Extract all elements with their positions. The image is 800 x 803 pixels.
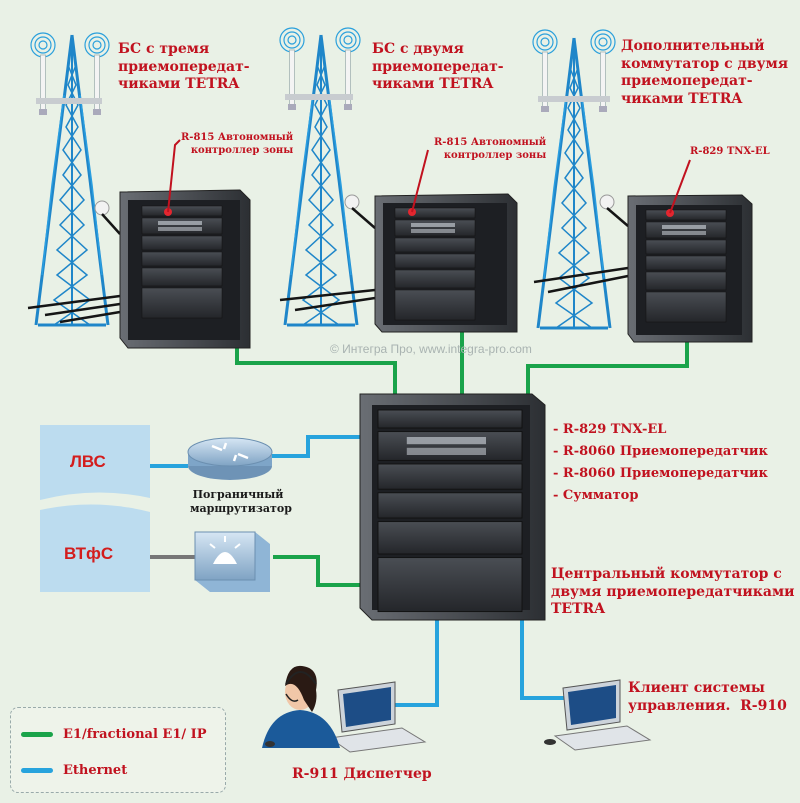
legend-label: Ethernet [63, 763, 128, 778]
central-rack [359, 393, 546, 621]
central-list-item: - R-829 TNX-EL [553, 422, 667, 437]
r829-label-extra: R-829 TNX-EL [690, 146, 770, 157]
legend-swatch-blue [21, 768, 53, 773]
r815-label-bs2: R-815 Автономный контроллер зоны [434, 137, 547, 161]
pbx-label: ВТфС [64, 544, 114, 563]
legend-item-ethernet: Ethernet [21, 763, 127, 778]
lan-panel [40, 425, 150, 500]
central-equipment-list: - R-829 TNX-EL - R-8060 Приемопередатчик… [553, 422, 768, 510]
r815-label-bs3: R-815 Автономный контроллер зоны [181, 132, 294, 156]
dispatcher-laptop [328, 681, 427, 753]
central-list-item: - R-8060 Приемопередатчик [553, 444, 768, 459]
legend-label: E1/fractional E1/ IP [63, 727, 207, 742]
router-icon [187, 437, 273, 480]
dispatcher-avatar [262, 665, 340, 748]
border-router-label: Пограничный маршрутизатор [190, 488, 292, 515]
pbx-panel [40, 504, 150, 592]
phone-switch-icon [194, 531, 270, 592]
tower-extra [532, 29, 616, 330]
central-list-item: - R-8060 Приемопередатчик [553, 466, 768, 481]
dispatcher-label: R-911 Диспетчер [292, 766, 432, 782]
lan-label: ЛВС [70, 452, 106, 471]
rack-bs2 [374, 193, 518, 333]
legend-item-e1: E1/fractional E1/ IP [21, 727, 207, 742]
central-switch-label: Центральный коммутатор с двумя приемопер… [551, 566, 795, 617]
e1-links [235, 330, 689, 587]
tower-bs3 [30, 32, 110, 327]
watermark: © Интегра Про, www.integra-pro.com [330, 342, 532, 356]
client-label: Клиент системы управления. R-910 [628, 680, 787, 714]
tower-bs2 [279, 27, 361, 327]
central-list-item: - Сумматор [553, 488, 639, 503]
rack-bs3 [119, 189, 251, 349]
extra-switch-label: Дополнительный коммутатор с двумя приемо… [621, 38, 789, 107]
client-laptop [544, 679, 652, 751]
callouts [167, 139, 691, 214]
ethernet-links [150, 435, 565, 707]
feeder-cables [27, 207, 629, 324]
legend-swatch-green [21, 732, 53, 737]
bs2-label: БС с двумя приемопередат- чиками TETRA [372, 41, 504, 92]
rack-extra [627, 194, 753, 343]
bs3-label: БС с тремя приемопередат- чиками TETRA [118, 41, 250, 92]
legend: E1/fractional E1/ IP Ethernet [10, 707, 226, 793]
